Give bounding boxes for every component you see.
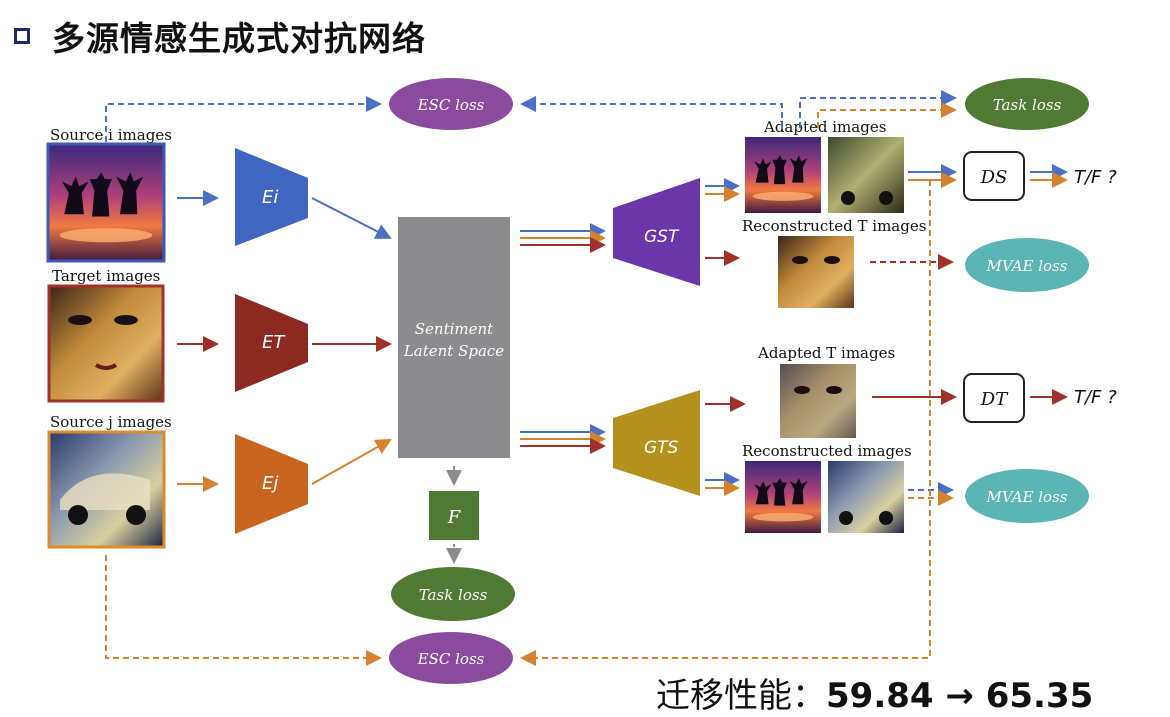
output-tf-t: T/F ? xyxy=(1074,387,1117,408)
svg-text:ESC loss: ESC loss xyxy=(417,96,485,114)
label-source-j: Source j images xyxy=(50,413,172,431)
svg-text:Latent Space: Latent Space xyxy=(403,342,504,360)
label-reconstructed-t: Reconstructed T images xyxy=(742,217,926,235)
generator-gst: GST xyxy=(613,178,700,286)
mvae-loss-top: MVAE loss xyxy=(965,238,1089,292)
checkbox-bullet-icon xyxy=(14,28,30,44)
task-loss-bottom: Task loss xyxy=(391,567,515,621)
sentiment-latent-space: Sentiment Latent Space xyxy=(398,217,510,458)
label-adapted: Adapted images xyxy=(763,118,886,136)
svg-text:Ei: Ei xyxy=(262,187,278,208)
svg-text:F: F xyxy=(447,507,462,528)
slide-title-bar: 多源情感生成式对抗网络 xyxy=(14,10,426,62)
svg-text:DS: DS xyxy=(980,167,1008,188)
discriminator-dt: DT xyxy=(963,373,1025,423)
svg-text:Task loss: Task loss xyxy=(419,586,488,604)
performance-label: 迁移性能： xyxy=(656,676,826,716)
latent-to-gts-arrows xyxy=(520,424,606,454)
reconstructed-image-2 xyxy=(828,461,904,533)
esc-loss-bottom: ESC loss xyxy=(389,632,513,684)
generator-gts: GTS xyxy=(613,390,700,496)
svg-text:Task loss: Task loss xyxy=(993,96,1062,114)
latent-to-gst-arrows xyxy=(520,223,606,253)
esc-loss-top: ESC loss xyxy=(389,78,513,130)
performance-value: 59.84 → 65.35 xyxy=(826,676,1094,716)
svg-text:GST: GST xyxy=(644,227,680,247)
performance-text: 迁移性能：59.84 → 65.35 xyxy=(656,668,1093,717)
svg-text:Ej: Ej xyxy=(262,473,278,494)
output-tf-s: T/F ? xyxy=(1074,167,1117,188)
task-loss-top: Task loss xyxy=(965,78,1089,130)
svg-text:ET: ET xyxy=(262,332,286,353)
encoder-ei: Ei xyxy=(235,148,308,246)
svg-text:GTS: GTS xyxy=(644,438,679,458)
svg-text:ESC loss: ESC loss xyxy=(417,650,485,668)
adapted-image-2 xyxy=(828,137,904,213)
reconstructed-image-1 xyxy=(745,461,821,533)
source-j-image xyxy=(47,430,166,549)
svg-text:Sentiment: Sentiment xyxy=(415,320,494,338)
label-adapted-t: Adapted T images xyxy=(757,344,895,362)
target-image xyxy=(47,284,165,403)
adapted-image-1 xyxy=(745,137,821,213)
svg-text:DT: DT xyxy=(980,389,1009,410)
svg-text:MVAE loss: MVAE loss xyxy=(986,257,1068,275)
slide-title: 多源情感生成式对抗网络 xyxy=(52,19,426,58)
source-i-image xyxy=(46,142,166,263)
classifier-f: F xyxy=(429,491,479,540)
svg-text:MVAE loss: MVAE loss xyxy=(986,488,1068,506)
label-target: Target images xyxy=(52,267,160,285)
discriminator-ds: DS xyxy=(963,151,1025,201)
encoder-ej: Ej xyxy=(235,434,308,534)
label-source-i: Source i images xyxy=(50,126,172,144)
encoder-et: ET xyxy=(235,294,308,392)
label-reconstructed: Reconstructed images xyxy=(742,442,912,460)
adapted-t-image xyxy=(780,364,856,438)
mvae-loss-bottom: MVAE loss xyxy=(965,469,1089,523)
reconstructed-t-image xyxy=(778,236,854,308)
